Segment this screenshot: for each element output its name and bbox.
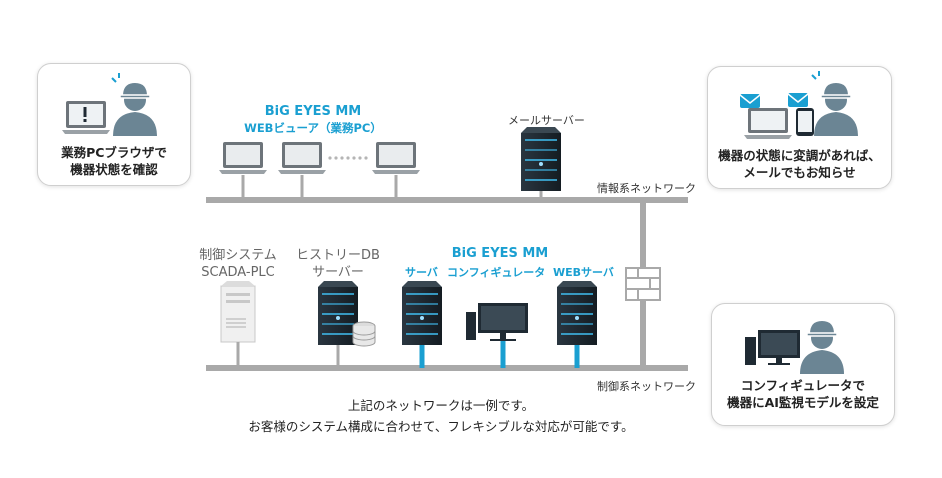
- mail-notify-line1: 機器の状態に変調があれば、: [718, 148, 881, 163]
- control-network-label: 制御系ネットワーク: [597, 380, 696, 393]
- viewer-subtitle: WEBビューア（業務PC）: [244, 121, 382, 135]
- caption-line1: 上記のネットワークは一例です。: [347, 398, 535, 413]
- historian-label: ヒストリーDB サーバー: [290, 247, 386, 281]
- mail-server-icon: [521, 127, 561, 200]
- mail-server-label: メールサーバー: [508, 114, 585, 127]
- browser-check-line2: 機器状態を確認: [70, 162, 158, 177]
- browser-check-line1: 業務PCブラウザで: [61, 145, 167, 160]
- laptop-icon: [372, 142, 420, 200]
- configurator-label: コンフィギュレータ: [447, 266, 546, 279]
- historian-line2: サーバー: [312, 265, 364, 280]
- scada-label: 制御システム SCADA-PLC: [188, 247, 288, 281]
- configurator-card-line2: 機器にAI監視モデルを設定: [727, 395, 879, 410]
- scada-line2: SCADA-PLC: [201, 265, 275, 280]
- web-server-icon: [557, 281, 597, 368]
- server-label: サーバ: [405, 266, 438, 279]
- configurator-card-line1: コンフィギュレータで: [740, 378, 866, 393]
- laptop-icon: [278, 142, 326, 200]
- scada-line1: 制御システム: [199, 248, 277, 263]
- scada-pc-icon: [220, 281, 256, 368]
- dots-icon: [328, 156, 368, 160]
- mail-notify-card: 機器の状態に変調があれば、 メールでもお知らせ: [707, 66, 892, 189]
- firewall-icon: [625, 267, 661, 301]
- info-network-label: 情報系ネットワーク: [597, 182, 696, 195]
- bigeyes-server-icon: [402, 281, 442, 368]
- caption-line2: お客様のシステム構成に合わせて、フレキシブルな対応が可能です。: [248, 419, 634, 434]
- web-server-label: WEBサーバ: [553, 266, 614, 279]
- mail-notify-line2: メールでもお知らせ: [743, 165, 856, 180]
- viewer-title: BiG EYES MM: [264, 104, 362, 119]
- history-db-server-icon: [318, 281, 376, 368]
- historian-line1: ヒストリーDB: [296, 248, 380, 263]
- laptop-icon: [219, 142, 267, 200]
- bigeyes-title: BiG EYES MM: [451, 246, 549, 261]
- configurator-pc-icon: [466, 303, 528, 368]
- browser-check-card: 業務PCブラウザで 機器状態を確認: [37, 63, 191, 186]
